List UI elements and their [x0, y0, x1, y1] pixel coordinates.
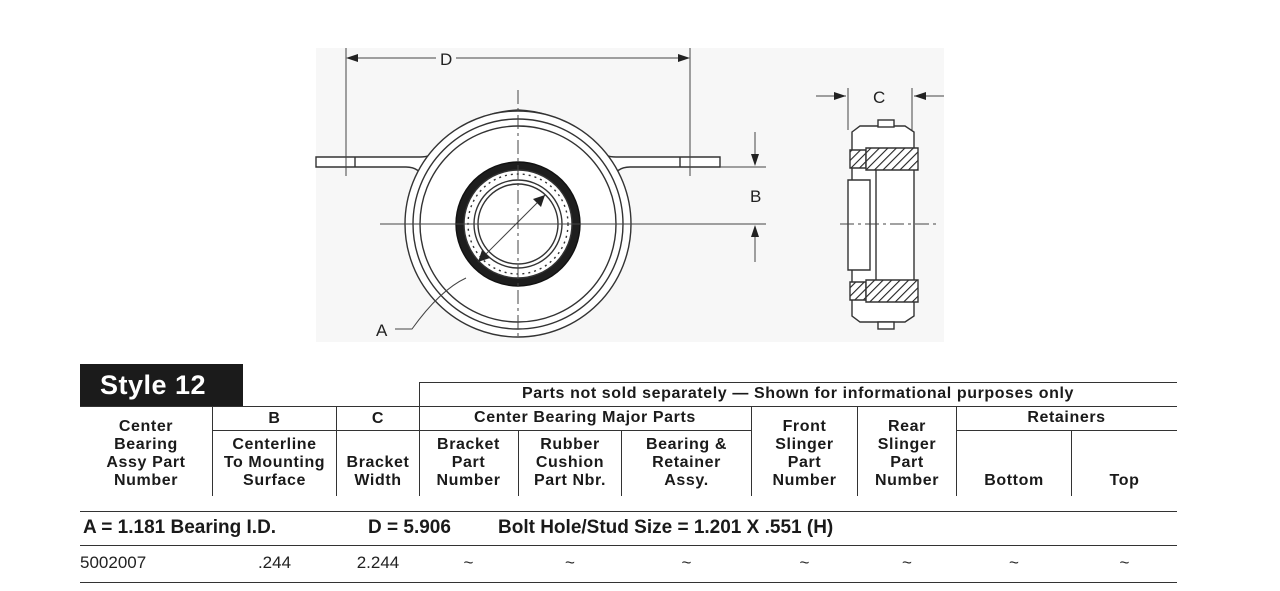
bottom-retainer-cell: ~ [1009, 553, 1019, 572]
header-line: Retainer [652, 454, 721, 471]
subheader-rule-retainers [956, 430, 1177, 431]
header-line: Bracket [346, 454, 410, 471]
col-divider [956, 406, 957, 496]
c-value-cell: 2.244 [356, 553, 400, 572]
header-line: Number [874, 472, 940, 489]
style-label: Style 12 [80, 364, 243, 406]
front-slinger-cell: ~ [799, 553, 810, 572]
rear-slinger-cell: ~ [902, 553, 912, 572]
banner-top-rule [419, 382, 1177, 383]
info-banner: Parts not sold separately — Shown for in… [522, 385, 1074, 402]
header-line: Assy. [664, 472, 709, 489]
subheader-rule-b [213, 430, 419, 431]
header-line: Part [451, 454, 486, 471]
part-number-cell: 5002007 [80, 553, 147, 572]
bearing-cell: ~ [681, 553, 692, 572]
header-bottom-rule [80, 511, 1177, 512]
col-bracket-header: Bracket Part Number [419, 436, 518, 490]
col-bearing-header: Bearing & Retainer Assy. [622, 436, 751, 490]
col-divider [857, 406, 858, 496]
col-divider [751, 406, 752, 496]
col-assy-header: Center Bearing Assy Part Number [80, 418, 212, 490]
bearing-id-spec: A = 1.181 Bearing I.D. [83, 517, 277, 538]
banner-bottom-rule [419, 406, 1177, 407]
major-parts-header: Center Bearing Major Parts [474, 409, 696, 426]
header-line: Part [787, 454, 822, 471]
header-line: Assy Part [106, 454, 186, 471]
summary-bottom-rule [80, 545, 1177, 546]
header-line: Rubber [540, 436, 600, 453]
header-rule-left [80, 406, 419, 407]
header-line: Width [354, 472, 402, 489]
col-b-letter: B [268, 410, 281, 427]
header-line: Rear [888, 418, 926, 435]
col-bottom-header: Bottom [984, 472, 1044, 489]
subheader-rule-major [419, 430, 751, 431]
header-line: Bracket [437, 436, 500, 453]
col-rubber-header: Rubber Cushion Part Nbr. [519, 436, 621, 490]
col-divider [518, 430, 519, 496]
dimension-b-label: B [750, 187, 761, 206]
col-divider [212, 406, 213, 496]
header-line: Slinger [775, 436, 834, 453]
header-line: Centerline [232, 436, 317, 453]
b-value-cell: .244 [257, 553, 292, 572]
bearing-diagram: D B A C [315, 48, 944, 342]
col-c-letter: C [371, 410, 385, 427]
col-top-header: Top [1109, 472, 1140, 489]
header-line: Bearing & [646, 436, 727, 453]
col-divider [1071, 430, 1072, 496]
header-line: Part Nbr. [533, 472, 607, 489]
rubber-cell: ~ [565, 553, 575, 572]
dimension-c-label: C [873, 88, 885, 107]
header-line: Number [113, 472, 179, 489]
bracket-cell: ~ [463, 553, 474, 572]
d-dimension-spec: D = 5.906 [368, 517, 451, 538]
retainers-header: Retainers [1027, 409, 1106, 426]
header-line: Slinger [877, 436, 937, 453]
dimension-a-label: A [376, 321, 388, 340]
header-line: Surface [243, 472, 306, 489]
col-c-header: Bracket Width [337, 454, 419, 490]
header-line: Cushion [535, 454, 605, 471]
header-line: Center [118, 418, 174, 435]
col-rear-slinger-header: Rear Slinger Part Number [858, 418, 956, 490]
row-bottom-rule [80, 582, 1177, 583]
header-line: Part [890, 454, 924, 471]
header-line: Front [782, 418, 827, 435]
bolt-size-spec: Bolt Hole/Stud Size = 1.201 X .551 (H) [498, 517, 834, 538]
header-line: Number [436, 472, 501, 489]
col-divider [621, 430, 622, 496]
col-divider [419, 382, 420, 496]
col-b-header: Centerline To Mounting Surface [213, 436, 336, 490]
header-line: Number [772, 472, 837, 489]
top-retainer-cell: ~ [1119, 553, 1130, 572]
col-divider [336, 406, 337, 496]
col-front-slinger-header: Front Slinger Part Number [752, 418, 857, 490]
header-line: Bearing [114, 436, 178, 453]
dimension-d-label: D [440, 50, 452, 69]
header-line: To Mounting [223, 454, 326, 471]
